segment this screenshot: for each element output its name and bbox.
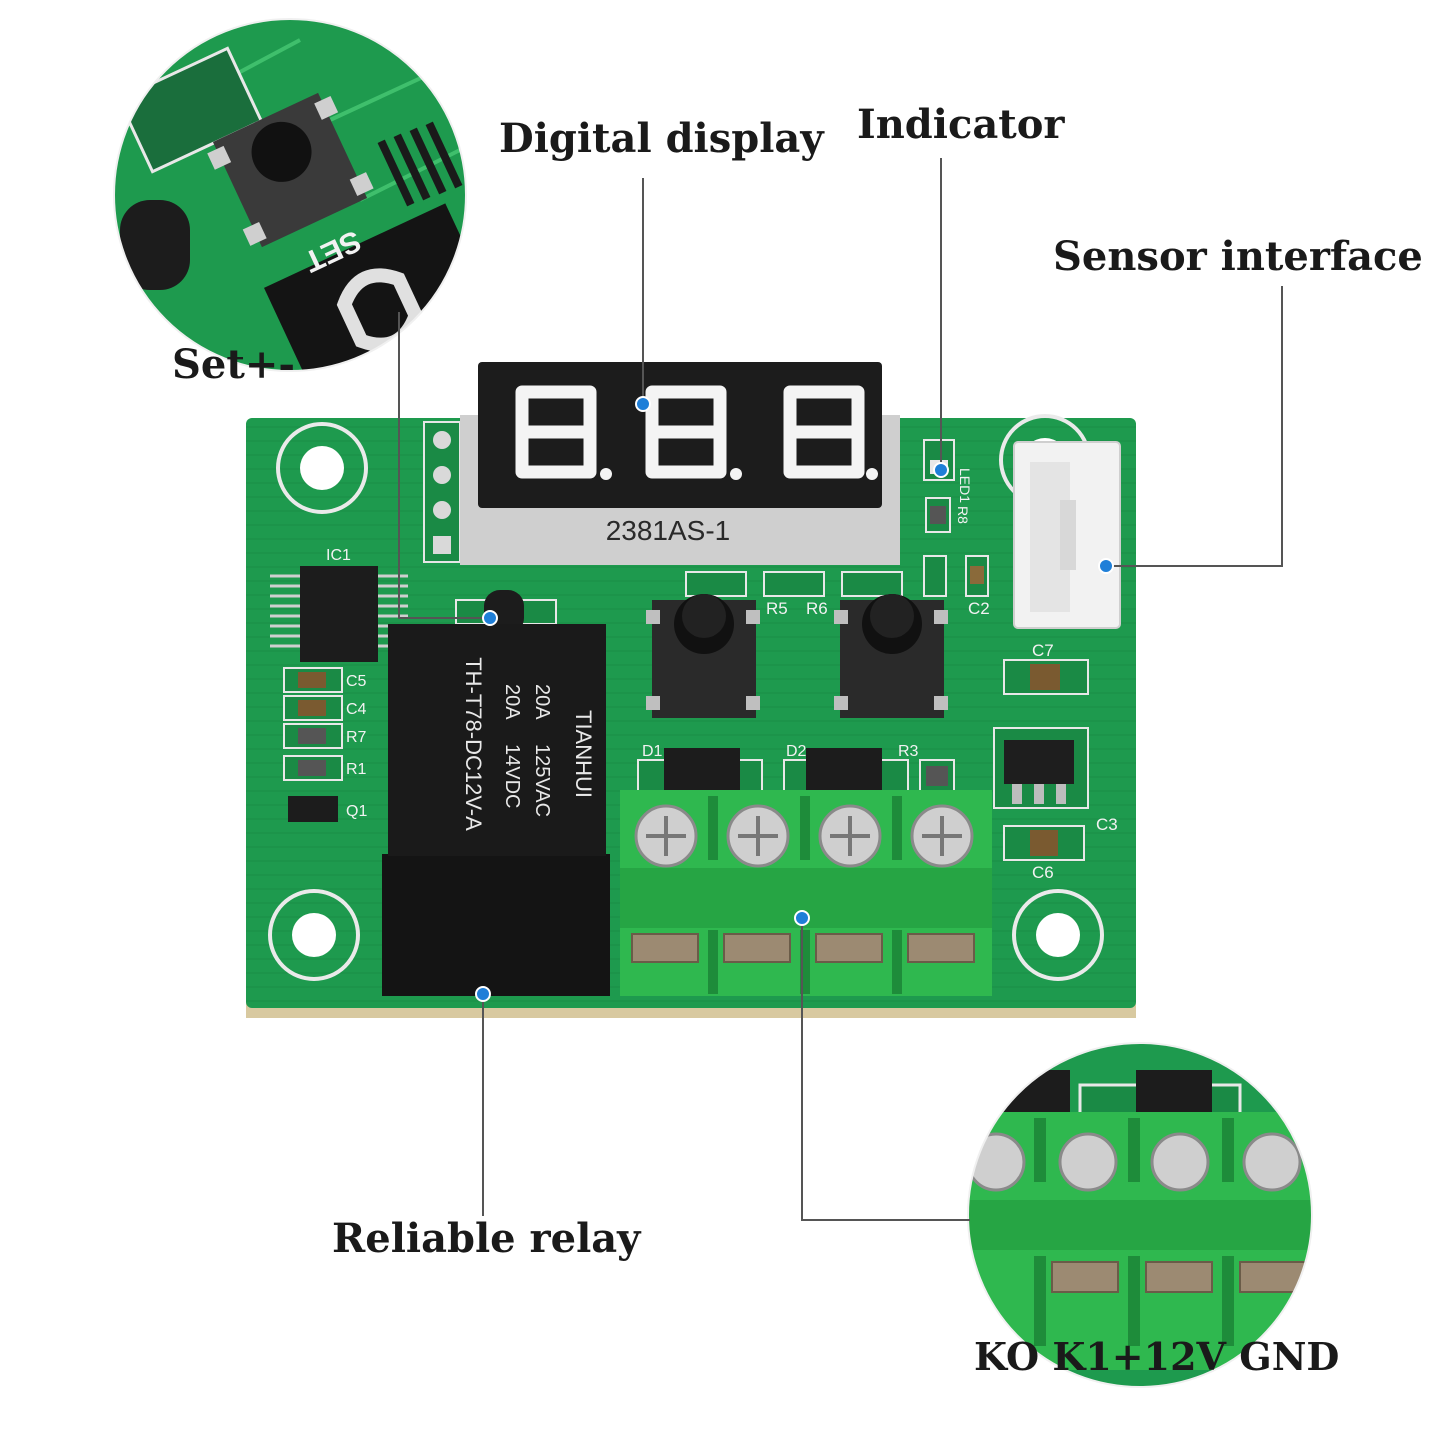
sensor-connector bbox=[1013, 441, 1121, 629]
leader-set-buttons bbox=[398, 312, 490, 619]
silk-r5: R5 bbox=[766, 599, 788, 618]
label-terminals: KO K1+12V GND bbox=[974, 1334, 1339, 1379]
silk-c3: C3 bbox=[1096, 815, 1118, 834]
pin-header bbox=[423, 421, 461, 563]
digit-2 bbox=[645, 385, 727, 479]
capacitor-c6 bbox=[1003, 825, 1085, 861]
callout-dot-display bbox=[635, 396, 651, 412]
terminal-screw-ko bbox=[634, 804, 698, 868]
label-sensor-interface: Sensor interface bbox=[1053, 233, 1423, 280]
label-relay: Reliable relay bbox=[332, 1215, 642, 1262]
silk-led1: LED1 bbox=[957, 468, 973, 503]
zoom-terminal-block bbox=[968, 1043, 1312, 1387]
resistor-r8 bbox=[925, 497, 951, 533]
set-minus-button[interactable] bbox=[834, 594, 948, 718]
mounting-hole-br bbox=[1012, 889, 1104, 981]
mounting-hole-bl bbox=[268, 889, 360, 981]
left-smd-column bbox=[283, 667, 343, 822]
mounting-hole-tl bbox=[276, 422, 368, 514]
leader-sensor-interface bbox=[1106, 286, 1283, 567]
label-digital-display: Digital display bbox=[499, 115, 825, 162]
callout-dot-set bbox=[482, 610, 498, 626]
capacitor-c7 bbox=[1003, 659, 1089, 695]
display-part-number: 2381AS-1 bbox=[606, 515, 731, 546]
callout-dot-sensor bbox=[1098, 558, 1114, 574]
silk-q1: Q1 bbox=[346, 803, 367, 820]
diode-d1 bbox=[637, 748, 763, 793]
silk-r6: R6 bbox=[806, 599, 828, 618]
relay-rating-2b: 14VDC bbox=[501, 744, 523, 808]
silk-r1: R1 bbox=[346, 761, 367, 778]
relay-rating-2a: 20A bbox=[501, 684, 523, 720]
label-set-buttons: Set+- bbox=[172, 341, 295, 388]
resistor-r3 bbox=[919, 759, 955, 793]
terminal-block bbox=[620, 790, 992, 996]
diode-d2 bbox=[783, 748, 909, 793]
silk-ic1: IC1 bbox=[326, 547, 351, 564]
silk-d2: D2 bbox=[786, 743, 807, 760]
silk-c5: C5 bbox=[346, 673, 367, 690]
voltage-regulator bbox=[993, 727, 1089, 809]
relay-rating-1a: 20A bbox=[531, 684, 553, 720]
zoom-set-buttons: SET bbox=[114, 19, 466, 371]
silk-c7: C7 bbox=[1032, 641, 1054, 660]
callout-dot-terminals bbox=[794, 910, 810, 926]
set-plus-button[interactable] bbox=[646, 594, 760, 718]
relay-transistor bbox=[455, 590, 557, 634]
terminal-screw-k1 bbox=[726, 804, 790, 868]
silk-r8: R8 bbox=[955, 506, 971, 524]
callout-dot-indicator bbox=[933, 462, 949, 478]
leader-lines bbox=[398, 158, 1283, 1221]
label-indicator: Indicator bbox=[857, 101, 1065, 148]
relay-rating-1b: 125VAC bbox=[531, 744, 553, 817]
relay-model: TH-T78-DC12V-A bbox=[461, 657, 486, 831]
smd-parts-row bbox=[685, 555, 989, 597]
silk-r3: R3 bbox=[898, 743, 919, 760]
silk-d1: D1 bbox=[642, 743, 663, 760]
silk-c2: C2 bbox=[968, 599, 990, 618]
silk-r7: R7 bbox=[346, 729, 367, 746]
relay: TIANHUI 20A 125VAC 20A 14VDC TH-T78-DC12… bbox=[382, 624, 610, 996]
digit-1 bbox=[515, 385, 597, 479]
callout-dot-relay bbox=[475, 986, 491, 1002]
digit-3 bbox=[783, 385, 865, 479]
terminal-screw-gnd bbox=[910, 804, 974, 868]
silk-c4: C4 bbox=[346, 701, 367, 718]
relay-brand: TIANHUI bbox=[571, 710, 596, 798]
leader-terminals bbox=[801, 918, 970, 1221]
terminal-screw-12v bbox=[818, 804, 882, 868]
silk-c6: C6 bbox=[1032, 863, 1054, 882]
seven-segment-display: 2381AS-1 bbox=[460, 362, 900, 565]
zoom-tactile-switch bbox=[207, 92, 374, 248]
